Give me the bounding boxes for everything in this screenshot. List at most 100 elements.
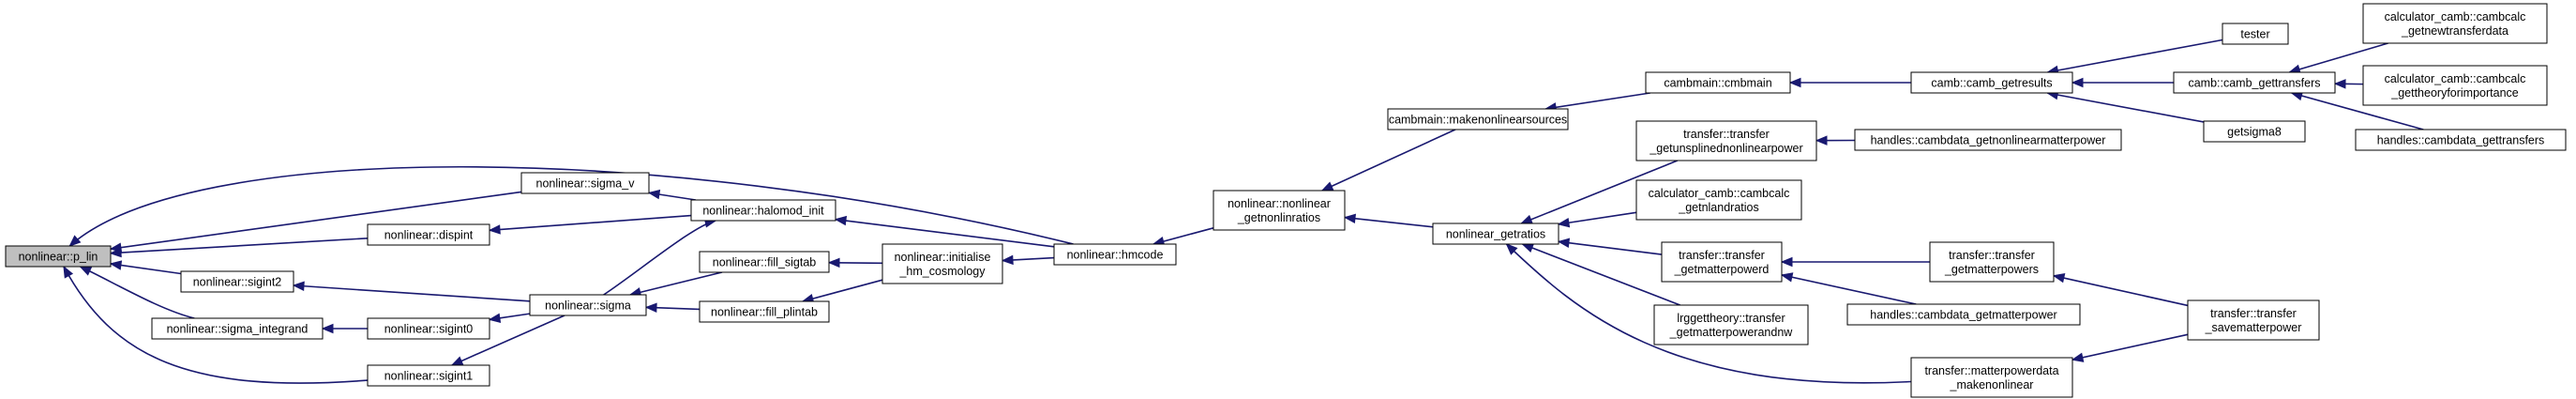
node-box: [2187, 299, 2320, 341]
edge-line: [451, 315, 565, 366]
graph-node-h-trans[interactable]: handles::cambdata_gettransfers: [2355, 129, 2567, 151]
node-label: nonlinear::initialise: [895, 251, 991, 264]
edge-line: [1522, 243, 1680, 306]
graph-node-fill-sigtab[interactable]: nonlinear::fill_sigtab: [699, 251, 830, 273]
edge-tr-powers-to-tr-powerd: [1780, 256, 1930, 268]
graph-node-sigint2[interactable]: nonlinear::sigint2: [180, 270, 294, 293]
arrow-head-icon: [488, 313, 502, 323]
graph-node-sigma-integrand[interactable]: nonlinear::sigma_integrand: [151, 317, 324, 340]
edge-getsigma8-to-camb-results: [2045, 89, 2205, 123]
node-label: calculator_camb::cambcalc: [2385, 10, 2526, 23]
graph-node-sigma-v[interactable]: nonlinear::sigma_v: [520, 172, 650, 194]
node-label: nonlinear::halomod_init: [702, 205, 824, 218]
node-label: camb::camb_getresults: [1931, 77, 2052, 90]
graph-node-nl-ratios[interactable]: nonlinear_getratios: [1432, 223, 1559, 245]
edge-init-hm-to-fill-plintab: [801, 279, 883, 304]
edge-line: [2071, 333, 2189, 361]
node-label: nonlinear::fill_sigtab: [713, 256, 817, 269]
edge-cc-nland-to-nl-ratios: [1557, 211, 1637, 228]
graph-node-tr-save[interactable]: transfer::transfer_savematterpower: [2187, 299, 2320, 341]
edge-sigint0-to-sigma-integrand: [321, 323, 368, 334]
node-box: [2222, 23, 2289, 45]
edge-halomod-init-to-sigma-v: [647, 189, 697, 201]
graph-node-dispint[interactable]: nonlinear::dispint: [367, 223, 490, 246]
graph-node-lrgg[interactable]: lrggettheory::transfer_getmatterpowerand…: [1653, 304, 1809, 345]
edge-line: [293, 284, 531, 302]
edge-line: [629, 271, 723, 296]
node-box: [2203, 120, 2306, 143]
node-label: nonlinear::sigma_integrand: [167, 323, 309, 336]
node-box: [1432, 223, 1559, 245]
graph-node-tr-mpd[interactable]: transfer::matterpowerdata_makenonlinear: [1910, 357, 2073, 398]
graph-node-sigint0[interactable]: nonlinear::sigint0: [367, 317, 490, 340]
graph-node-h-nlmp[interactable]: handles::cambdata_getnonlinearmatterpowe…: [1854, 129, 2122, 151]
edge-hmcode-to-init-hm: [1001, 254, 1055, 266]
node-label: calculator_camb::cambcalc: [1649, 187, 1790, 200]
node-label: nonlinear::p_lin: [19, 251, 98, 264]
node-label: transfer::transfer: [1949, 249, 2035, 262]
arrow-head-icon: [79, 266, 93, 276]
graph-node-tr-unspl[interactable]: transfer::transfer_getunsplinednonlinear…: [1635, 120, 1817, 161]
edge-line: [835, 218, 1055, 248]
arrow-head-icon: [1521, 243, 1535, 253]
edge-line: [1321, 129, 1456, 192]
edge-camb-results-to-cm-main: [1788, 77, 1911, 88]
edge-line: [63, 266, 369, 384]
graph-node-h-mp[interactable]: handles::cambdata_getmatterpower: [1846, 303, 2081, 326]
edge-tr-save-to-tr-powers: [2052, 273, 2189, 307]
edge-tr-powerd-to-nl-ratios: [1557, 238, 1663, 255]
node-label: handles::cambdata_gettransfers: [2377, 134, 2545, 147]
graph-node-cm-make[interactable]: cambmain::makenonlinearsources: [1387, 108, 1569, 130]
graph-node-tester[interactable]: tester: [2222, 23, 2289, 45]
node-box: [1387, 108, 1569, 130]
node-label: handles::cambdata_getnonlinearmatterpowe…: [1871, 134, 2106, 147]
node-box: [1653, 304, 1809, 345]
edge-sigma-to-sigint0: [488, 313, 531, 323]
arrow-head-icon: [488, 224, 501, 235]
node-label: transfer::transfer: [1679, 249, 1765, 262]
graph-node-tr-powers[interactable]: transfer::transfer_getmatterpowers: [1929, 241, 2055, 283]
graph-node-getsigma8[interactable]: getsigma8: [2203, 120, 2306, 143]
node-label: handles::cambdata_getmatterpower: [1870, 309, 2056, 322]
node-box: [151, 317, 324, 340]
arrow-head-icon: [647, 189, 661, 200]
arrow-head-icon: [827, 257, 840, 269]
edge-init-hm-to-fill-sigtab: [827, 257, 883, 269]
node-label: _getnonlinratios: [1237, 211, 1320, 224]
graph-node-camb-results[interactable]: camb::camb_getresults: [1910, 71, 2073, 94]
node-box: [1213, 190, 1346, 231]
edge-halomod-init-to-dispint: [488, 214, 692, 235]
edge-cm-make-to-nl-get: [1320, 129, 1456, 192]
node-label: transfer::transfer: [1683, 128, 1770, 141]
node-label: nonlinear::sigma: [545, 299, 631, 313]
node-box: [367, 364, 490, 387]
graph-node-sigma[interactable]: nonlinear::sigma: [529, 294, 647, 316]
node-label: _hm_cosmology: [898, 265, 986, 278]
graph-node-cc-theory[interactable]: calculator_camb::cambcalc_gettheoryforim…: [2362, 65, 2548, 106]
arrow-head-icon: [2071, 77, 2084, 88]
edge-fill-sigtab-to-sigma: [628, 271, 723, 298]
graph-node-cm-main[interactable]: cambmain::cmbmain: [1645, 71, 1791, 94]
node-box: [520, 172, 650, 194]
arrow-head-icon: [1343, 213, 1356, 224]
graph-node-p-lin[interactable]: nonlinear::p_lin: [5, 245, 112, 268]
graph-node-tr-powerd[interactable]: transfer::transfer_getmatterpowerd: [1661, 241, 1783, 283]
node-box: [1910, 357, 2073, 398]
graph-node-init-hm[interactable]: nonlinear::initialise_hm_cosmology: [881, 243, 1003, 284]
graph-node-cc-nland[interactable]: calculator_camb::cambcalc_getnlandratios: [1635, 179, 1802, 221]
arrow-head-icon: [109, 260, 123, 270]
edge-dispint-to-p-lin: [109, 237, 369, 258]
node-box: [1854, 129, 2122, 151]
graph-node-fill-plintab[interactable]: nonlinear::fill_plintab: [699, 300, 830, 323]
graph-node-cc-newtr[interactable]: calculator_camb::cambcalc_getnewtransfer…: [2362, 3, 2548, 44]
graph-node-nl-get[interactable]: nonlinear::nonlinear_getnonlinratios: [1213, 190, 1346, 231]
arrow-head-icon: [2333, 79, 2346, 89]
graph-node-camb-trans[interactable]: camb::camb_gettransfers: [2173, 71, 2336, 94]
node-box: [367, 223, 490, 246]
graph-node-hmcode[interactable]: nonlinear::hmcode: [1053, 243, 1177, 266]
node-label: transfer::matterpowerdata: [1924, 364, 2058, 377]
graph-node-halomod-init[interactable]: nonlinear::halomod_init: [690, 199, 836, 222]
edge-line: [110, 263, 182, 275]
graph-node-sigint1[interactable]: nonlinear::sigint1: [367, 364, 490, 387]
edge-fill-plintab-to-sigma: [644, 302, 700, 313]
